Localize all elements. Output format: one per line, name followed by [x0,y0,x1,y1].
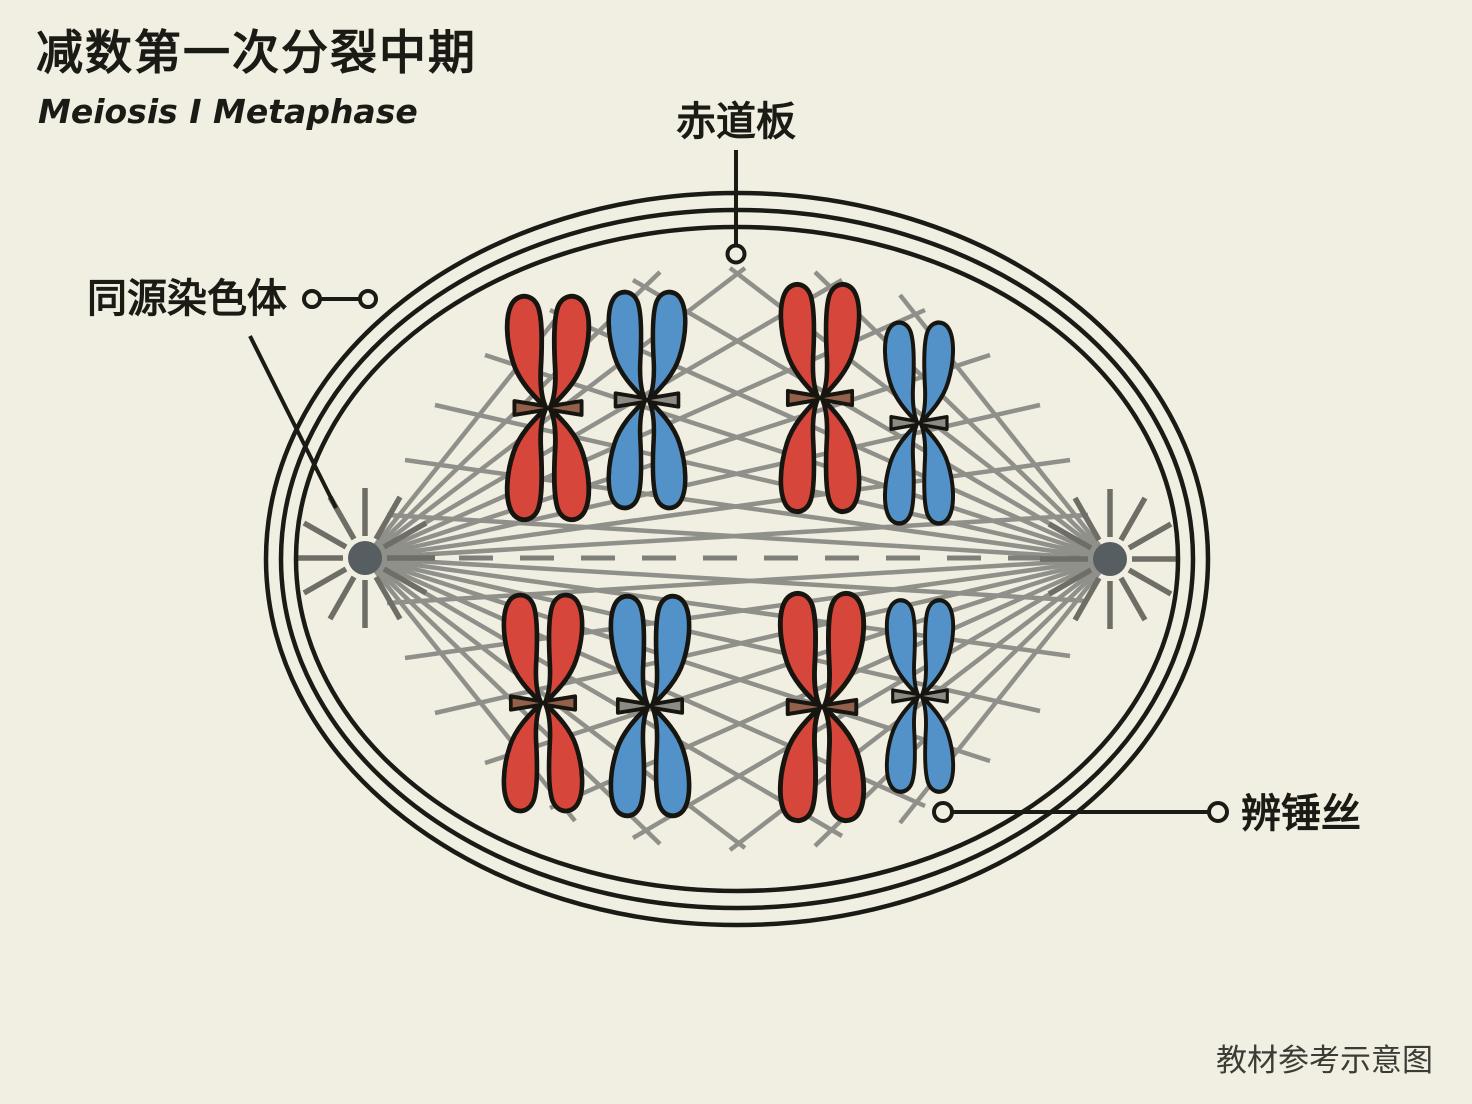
chromosome-top-left-blue [609,292,686,508]
page-subtitle: Meiosis I Metaphase [38,92,418,131]
label-connectors [248,150,1229,823]
centrosome-left [295,488,435,628]
spindle-fiber-connector [932,801,1229,823]
spindle-fibers-right [386,266,1112,852]
centrosome-left-body [348,541,382,575]
label-spindle-fiber: 辨锤丝 [1241,791,1361,837]
connector-dot [358,289,378,309]
label-equatorial-plate: 赤道板 [676,99,796,145]
chromosome-top-right-red [781,284,859,511]
equatorial-plate-connector [725,150,747,265]
chromosomes [504,284,953,820]
footnote-text: 教材参考示意图 [1216,1043,1433,1079]
label-homologous-chromosome: 同源染色体 [87,276,287,322]
page-title: 减数第一次分裂中期 [36,26,477,81]
connector-dot [932,801,954,823]
chromosome-top-right-blue [885,323,953,524]
chromosome-bottom-left-blue [611,596,689,816]
connector-dot [1207,801,1229,823]
centrosome-right [1040,489,1180,629]
connector-dot [725,243,747,265]
chromosome-bottom-right-blue [887,600,953,791]
homologous-chromosome-connector [248,289,378,509]
chromosome-bottom-right-red [780,593,863,820]
connector-dot [302,289,322,309]
centrosome-right-body [1093,542,1127,576]
